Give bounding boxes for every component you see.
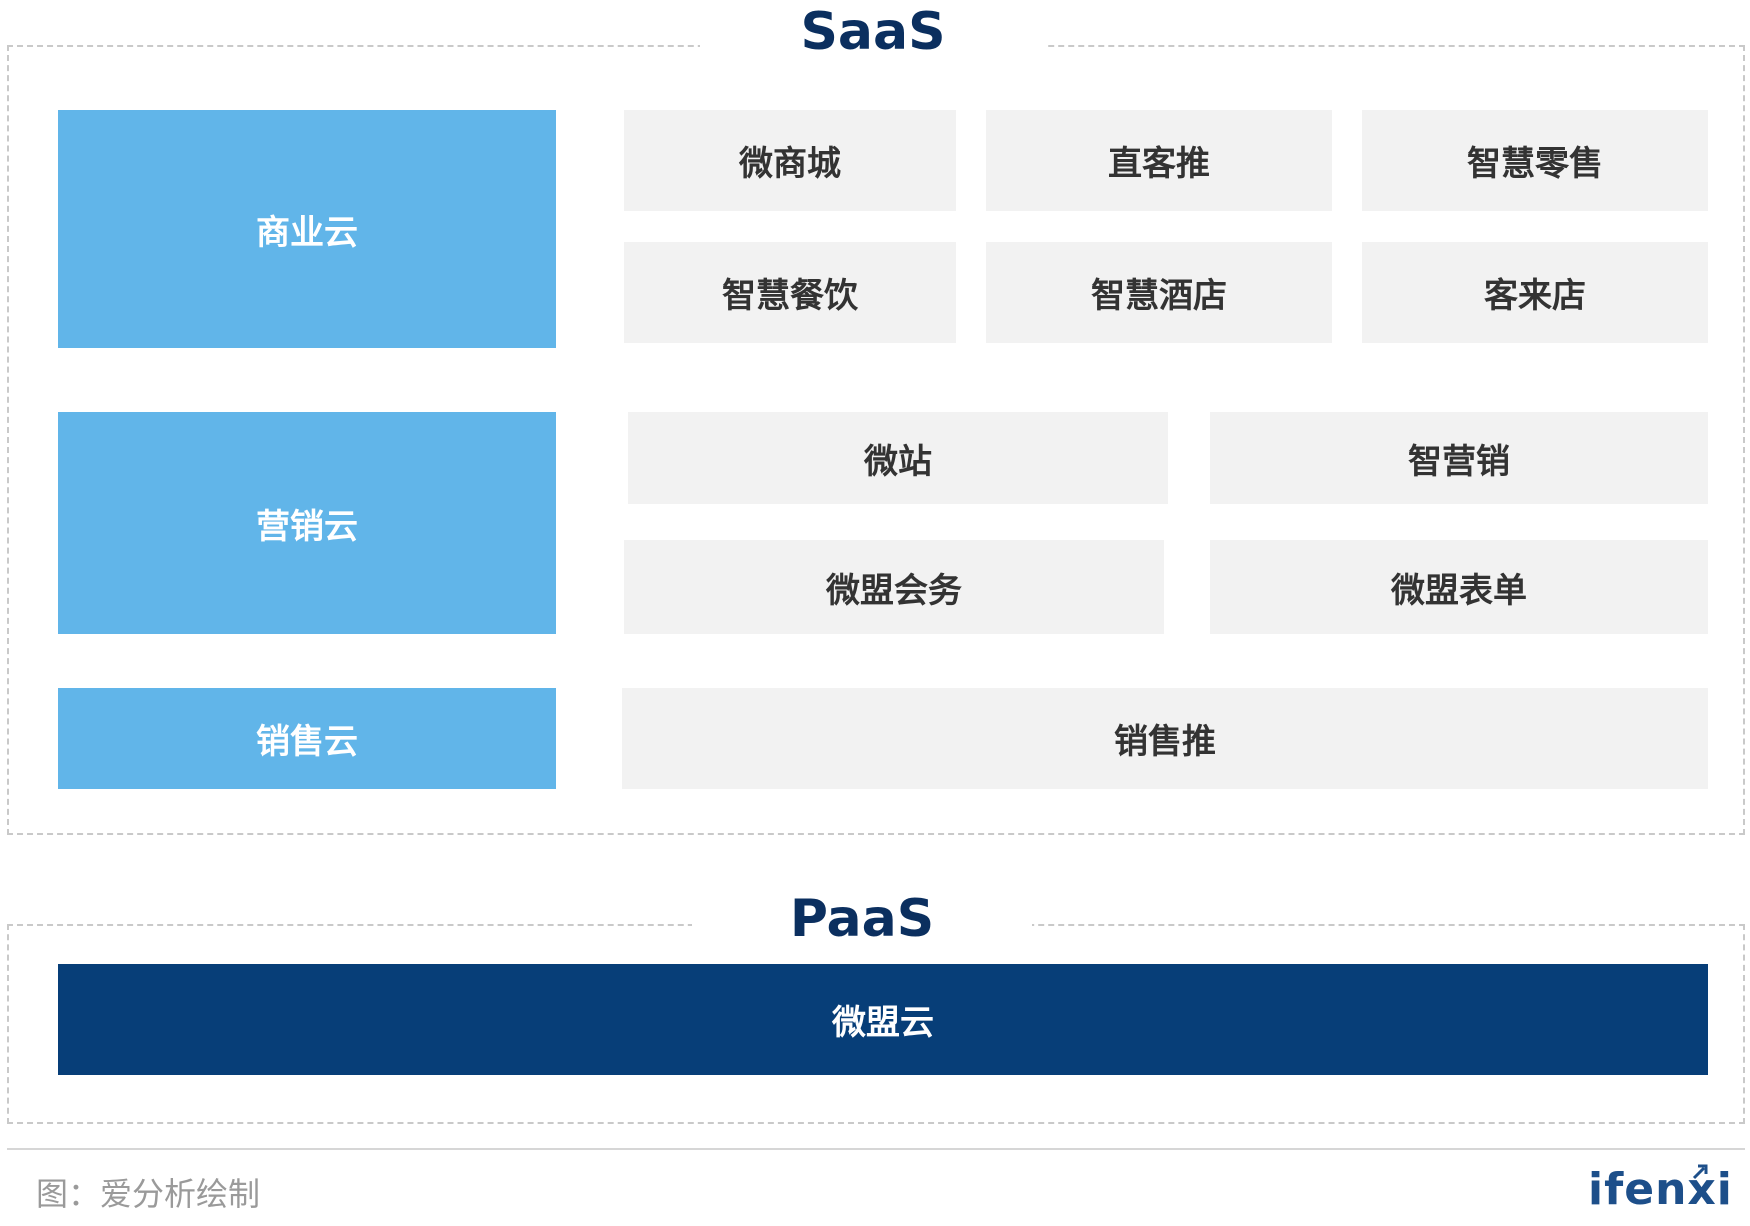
cloud-box-commerce: 商业云 <box>58 110 556 348</box>
source-caption: 图：爱分析绘制 <box>36 1175 261 1213</box>
product-box-micro-site: 微站 <box>628 412 1168 504</box>
saas-title: SaaS <box>700 0 1046 64</box>
paas-title: PaaS <box>692 887 1032 951</box>
footer-divider <box>7 1148 1745 1150</box>
product-box-smart-catering: 智慧餐饮 <box>624 242 956 343</box>
product-box-weimob-events: 微盟会务 <box>624 540 1164 634</box>
paas-platform-bar: 微盟云 <box>58 964 1708 1075</box>
product-box-direct-push: 直客推 <box>986 110 1332 211</box>
ifenxi-logo: ifenxi <box>1588 1164 1733 1215</box>
cloud-box-marketing: 营销云 <box>58 412 556 634</box>
logo-accent-icon <box>1690 1162 1710 1182</box>
cloud-box-sales: 销售云 <box>58 688 556 789</box>
product-box-smart-hotel: 智慧酒店 <box>986 242 1332 343</box>
product-box-smart-retail: 智慧零售 <box>1362 110 1708 211</box>
product-box-smart-marketing: 智营销 <box>1210 412 1708 504</box>
product-box-weimob-forms: 微盟表单 <box>1210 540 1708 634</box>
product-box-micro-mall: 微商城 <box>624 110 956 211</box>
product-box-sales-push: 销售推 <box>622 688 1708 789</box>
product-box-guest-store: 客来店 <box>1362 242 1708 343</box>
